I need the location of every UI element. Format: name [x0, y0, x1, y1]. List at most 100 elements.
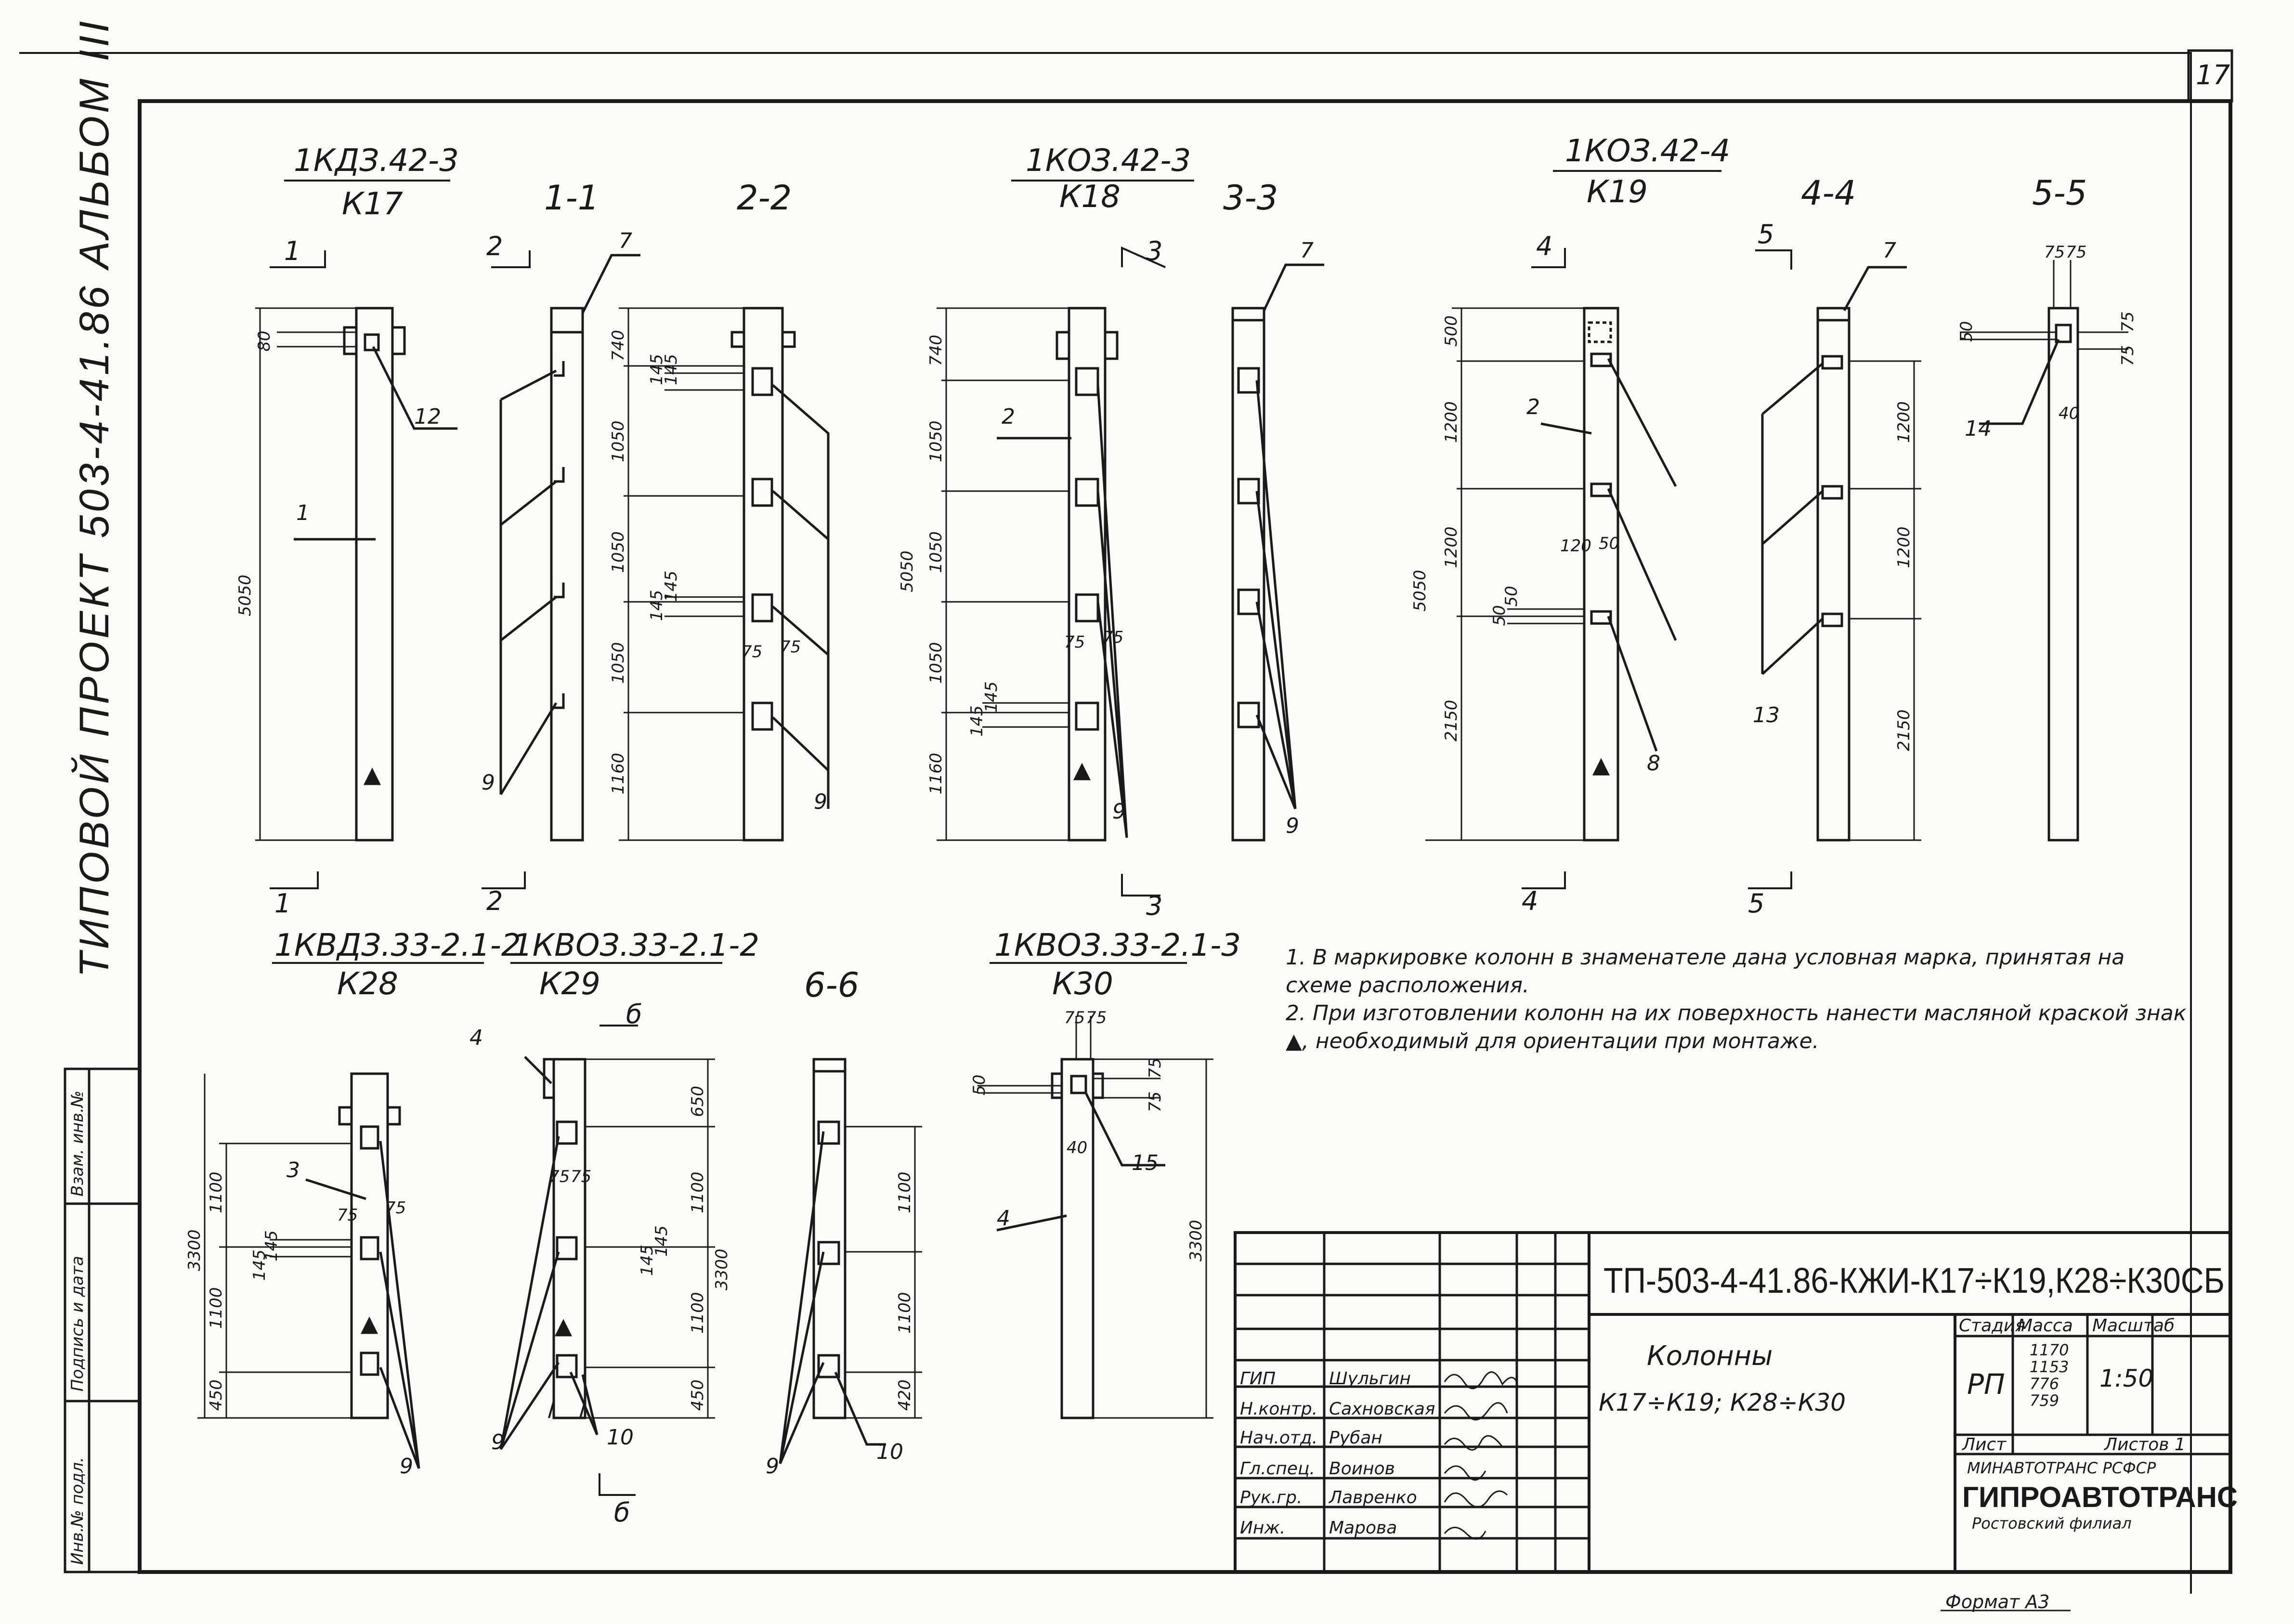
dim-s22-small-1: 145 [662, 354, 681, 385]
dim-k18-small-0: 145 [967, 705, 987, 737]
dim-s66-seg-0: 1100 [895, 1171, 914, 1213]
section-title-5-5: 5-5 [2032, 173, 2087, 213]
note-1: 1. В маркировке колонн в знаменателе дан… [1286, 945, 2125, 998]
note-2: 2. При изготовлении колонн на их поверхн… [1286, 1001, 2187, 1053]
cut-mark-6-top: б [626, 999, 642, 1029]
section-4-4 [1748, 249, 1921, 889]
dim-k28-total: 3300 [185, 1229, 204, 1271]
section-6-6 [779, 1058, 922, 1464]
column-k29 [499, 1025, 715, 1496]
stamp-role-5: Инж. [1240, 1518, 1285, 1538]
callout-12-k29: 10 [607, 1425, 634, 1450]
stamp-grid [1234, 1231, 2232, 1611]
dim-k18-total: 5050 [898, 550, 917, 592]
dim-s22-small-5: 75 [780, 637, 801, 657]
k28-mark: 1КВДЗ.33-2.1-2 [274, 928, 521, 963]
inv-dup-label: Взам. инв.№ [68, 1091, 87, 1196]
callout-9-k29: 9 [491, 1430, 505, 1455]
title-underlines [272, 170, 1721, 964]
dim-k18-seg-1: 1050 [926, 420, 946, 462]
dim-s22-seg-4: 1160 [609, 753, 628, 794]
cut-mark-3-bottom: 3 [1146, 891, 1162, 921]
k18-mark: 1КОЗ.42-3 [1026, 143, 1191, 179]
sheet-number: 17 [2196, 60, 2230, 91]
dim-s55-2: 75 [2118, 312, 2138, 332]
cut-mark-2-top: 2 [486, 231, 503, 261]
stamp-role-2: Нач.отд. [1240, 1428, 1317, 1448]
stamp-name-3: Воинов [1329, 1459, 1395, 1479]
signatures [1444, 1371, 1518, 1540]
dim-k19-seg-0: 500 [1442, 315, 1461, 347]
column-k30 [978, 1016, 1213, 1419]
dim-s55-3: 50 [1957, 321, 1976, 342]
callout-8: 8 [1647, 751, 1660, 776]
cut-mark-1-bottom: 1 [274, 888, 291, 919]
dim-s44-seg-1: 1200 [1894, 526, 1914, 568]
dim-k30-top-2: 50 [970, 1075, 989, 1095]
dim-s22-small-2: 145 [647, 590, 666, 621]
dim-k19-small-2: 50 [1490, 605, 1509, 626]
stamp-sheet-label: Лист [1961, 1435, 2007, 1455]
stamp-org-1: МИНАВТОТРАНС РСФСР [1967, 1459, 2156, 1477]
section-1-1 [482, 250, 640, 889]
callout-13: 13 [1753, 703, 1780, 728]
dim-s66-seg-2: 420 [895, 1379, 914, 1411]
k19-mark: 1КОЗ.42-4 [1565, 133, 1730, 169]
dim-k28-seg-2: 450 [207, 1379, 226, 1411]
sign-date-label: Подпись и дата [68, 1256, 87, 1391]
k17-code: К17 [342, 186, 403, 222]
callout-7-s11: 7 [619, 229, 632, 253]
callout-4-k30: 4 [997, 1206, 1010, 1231]
column-k18 [937, 246, 1166, 896]
dim-s22-seg-3: 1050 [609, 642, 628, 684]
column-k19 [1425, 248, 1677, 889]
callout-4-k29: 4 [469, 1026, 483, 1050]
dim-k29-total-label: 3300 [712, 1248, 731, 1290]
k29-code: К29 [539, 966, 600, 1002]
stamp-name-line1: Колонны [1647, 1340, 1773, 1372]
k17-mark: 1КДЗ.42-3 [294, 143, 459, 179]
k30-mark: 1КВОЗ.33-2.1-3 [994, 928, 1241, 963]
callout-15: 15 [1132, 1151, 1159, 1175]
stamp-name-4: Лавренко [1328, 1488, 1417, 1507]
dim-s22-seg-1: 1050 [609, 420, 628, 462]
section-3-3 [1231, 263, 1324, 842]
dim-k18-seg-4: 1160 [926, 753, 946, 794]
dim-s22-small-0: 145 [647, 354, 666, 385]
stamp-role-0: ГИП [1240, 1369, 1276, 1389]
cut-mark-5-top: 5 [1758, 219, 1774, 249]
dim-k17-total: 5050 [235, 574, 255, 616]
dim-k30-total: 3300 [1186, 1220, 1206, 1261]
stamp-header-scale: Масштаб [2092, 1316, 2175, 1336]
dim-k18-seg-0: 740 [926, 335, 946, 366]
dim-k19-small-1: 50 [1599, 534, 1619, 553]
dim-k29-seg-2: 1100 [688, 1292, 707, 1334]
dim-k29-small-2: 145 [638, 1245, 657, 1276]
k19-code: К19 [1587, 174, 1648, 210]
dim-s55-0: 75 [2044, 243, 2065, 262]
dim-k18-seg-2: 1050 [926, 531, 946, 573]
dim-k29-seg-3: 450 [688, 1379, 707, 1411]
k29-mark: 1КВОЗ.33-2.1-2 [513, 928, 759, 963]
dim-k28-small-1: 145 [262, 1230, 281, 1261]
callout-9-s22: 9 [814, 790, 827, 814]
dim-k30-top-0: 75 [1064, 1008, 1085, 1027]
dim-k18-seg-3: 1050 [926, 642, 946, 684]
callout-12-s66: 10 [876, 1440, 903, 1464]
dim-k28-seg-1: 1100 [207, 1287, 226, 1329]
dim-k17-top: 80 [255, 331, 274, 351]
dim-s22-seg-0: 740 [609, 330, 628, 361]
dim-k28-small-2: 75 [337, 1206, 358, 1225]
dim-k29-small-0: 75 [549, 1167, 570, 1186]
stamp-mass-0: 1170 [2030, 1341, 2069, 1359]
stamp-name-2: Рубан [1329, 1428, 1382, 1448]
stamp-mass-2: 776 [2030, 1375, 2059, 1393]
dim-s55-5: 40 [2059, 404, 2079, 423]
stamp-scale: 1:50 [2099, 1364, 2153, 1392]
section-title-2-2: 2-2 [737, 178, 792, 218]
dim-k29-seg-0: 650 [688, 1086, 707, 1117]
column-k28 [197, 1072, 420, 1469]
callout-9-k28: 9 [400, 1454, 413, 1479]
stamp-name-0: Шульгин [1329, 1369, 1411, 1389]
